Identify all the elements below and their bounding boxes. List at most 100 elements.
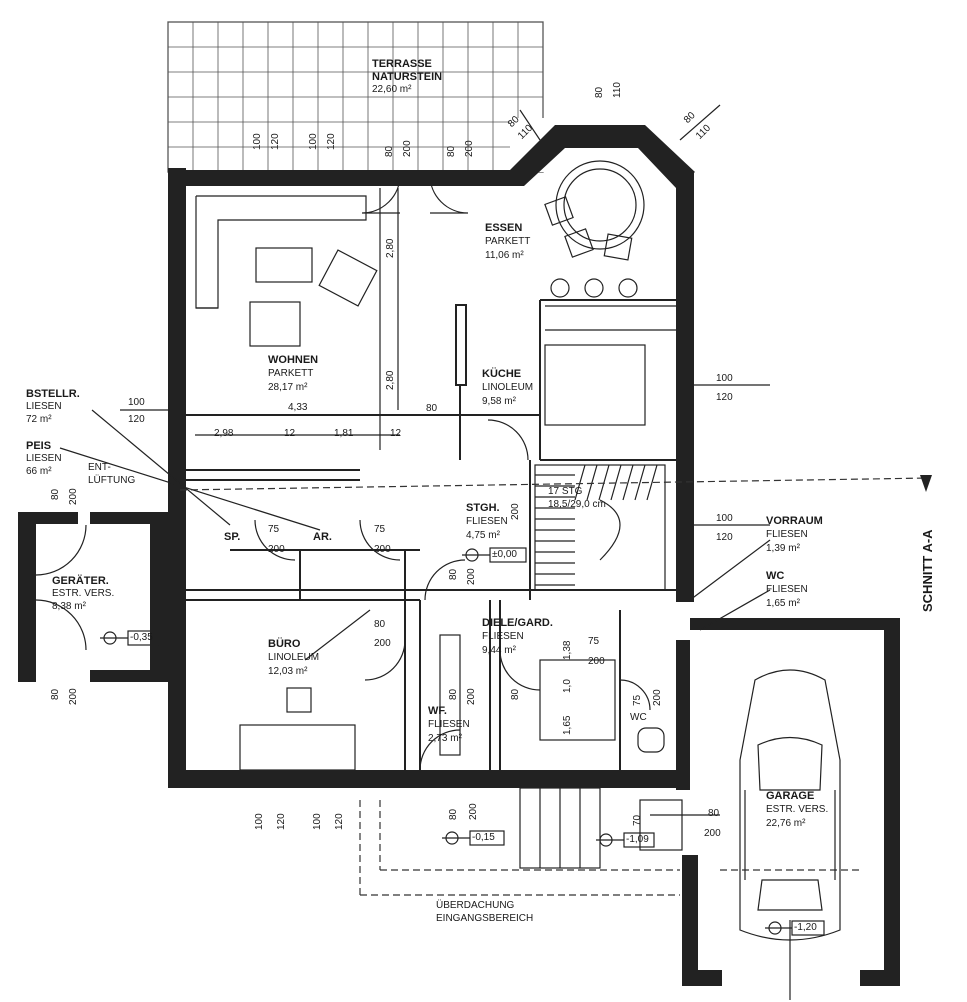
wet-room-fixtures — [239, 634, 665, 771]
bestellr-floor: LIESEN — [26, 401, 62, 412]
buero-door-80: 80 — [374, 619, 386, 630]
wf-door-200: 200 — [466, 688, 477, 705]
wc-floor: FLIESEN — [766, 584, 808, 595]
entrance-steps — [519, 787, 683, 869]
speis-name: PEIS — [26, 440, 52, 452]
garage-floor: ESTR. VERS. — [766, 804, 829, 815]
entrance-door-80: 80 — [448, 808, 459, 820]
buero-name: BÜRO — [268, 638, 301, 650]
stgh-area: 4,75 m² — [466, 530, 500, 541]
terr-w1-120: 120 — [270, 133, 281, 150]
sp-door-75: 75 — [268, 524, 280, 535]
wf-name: WF. — [428, 705, 447, 717]
ueberdachung-line1: ÜBERDACHUNG — [436, 900, 515, 911]
stgh-door-80: 80 — [448, 568, 459, 580]
entlueftung-line2: LÜFTUNG — [88, 475, 136, 486]
terrasse-area: 22,60 m² — [372, 84, 412, 95]
level-stgh: ±0,00 — [492, 549, 517, 560]
essen-area: 11,06 m² — [485, 250, 524, 261]
level-entrance: -0,15 — [472, 832, 495, 843]
ar-label: AR. — [313, 531, 332, 543]
wf-door2-80: 80 — [510, 688, 521, 700]
dim-12: 12 — [284, 428, 296, 439]
ger-door2-200: 200 — [68, 688, 79, 705]
stgh-door-200: 200 — [466, 568, 477, 585]
section-label: SCHNITT A-A — [920, 529, 935, 612]
dim-mid-100: 100 — [716, 513, 733, 524]
dim-right-100: 100 — [716, 373, 733, 384]
bestellr-area: 72 m² — [26, 414, 52, 425]
terr-w2-120: 120 — [326, 133, 337, 150]
diele-floor: FLIESEN — [482, 631, 524, 642]
dim-280a: 2,80 — [385, 238, 396, 258]
section-marker — [920, 475, 932, 492]
wf-door2-200: 200 — [510, 503, 521, 520]
bestellr-name: BSTELLR. — [26, 388, 80, 400]
stair-tread — [574, 464, 586, 501]
kueche-area: 9,58 m² — [482, 396, 516, 407]
geraeter-area: 8,38 m² — [52, 601, 86, 612]
garage-door-200: 200 — [704, 828, 721, 839]
door-swings — [35, 174, 651, 771]
speis-floor: LIESEN — [26, 453, 62, 464]
garage-name: GARAGE — [766, 790, 815, 802]
kueche-name: KÜCHE — [482, 368, 522, 380]
diele-v2: 1,0 — [562, 679, 573, 693]
dim-181: 1,81 — [334, 428, 354, 439]
wf-area: 2,73 m² — [428, 733, 462, 744]
bottom-w2-120: 120 — [334, 813, 345, 830]
stair-tread — [610, 464, 622, 501]
ueberdachung-line2: EINGANGSBEREICH — [436, 913, 534, 924]
wohnen-name: WOHNEN — [268, 354, 319, 366]
sp-door-200: 200 — [268, 544, 285, 555]
speis-area: 66 m² — [26, 466, 52, 477]
stair-tread — [622, 464, 634, 501]
geraeter-floor: ESTR. VERS. — [52, 588, 115, 599]
ger-door-80: 80 — [50, 488, 61, 500]
terr-door1-200: 200 — [402, 140, 413, 157]
bay1-110: 110 — [612, 82, 623, 98]
level-geraeter: -0,35 — [130, 632, 153, 643]
dim-right-120: 120 — [716, 392, 733, 403]
staircase — [534, 464, 666, 591]
terr-w2-100: 100 — [308, 133, 319, 150]
dining-set — [544, 160, 676, 426]
dim-left-100: 100 — [128, 397, 145, 408]
dim-80-kitchen: 80 — [426, 403, 438, 414]
wf-door-80: 80 — [448, 688, 459, 700]
entlueftung-line1: ENT- — [88, 462, 111, 473]
essen-name: ESSEN — [485, 222, 523, 234]
garage-v-70: 70 — [632, 814, 643, 826]
terr-w1-100: 100 — [252, 133, 263, 150]
ger-door-200: 200 — [68, 488, 79, 505]
buero-door-200: 200 — [374, 638, 391, 649]
wc-door-75: 75 — [632, 694, 643, 706]
dim-280b: 2,80 — [385, 370, 396, 390]
stair-tread — [634, 464, 646, 501]
terr-door2-200: 200 — [464, 140, 475, 157]
living-furniture — [195, 188, 381, 450]
level-garage: -1,20 — [794, 922, 817, 933]
vorraum-name: VORRAUM — [766, 515, 823, 527]
level-step: -1,09 — [626, 834, 649, 845]
diele-door-75: 75 — [588, 636, 600, 647]
terr-door1-80: 80 — [384, 145, 395, 157]
geraeter-name: GERÄTER. — [52, 575, 109, 587]
diele-area: 9,44 m² — [482, 645, 516, 656]
bottom-w2-100: 100 — [312, 813, 323, 830]
wf-floor: FLIESEN — [428, 719, 470, 730]
garage-door-80: 80 — [708, 808, 720, 819]
stair-tread — [598, 464, 610, 501]
ger-door2-80: 80 — [50, 688, 61, 700]
terrasse-name: TERRASSE — [372, 58, 432, 70]
diele-v1: 1,38 — [562, 640, 573, 660]
dim-12b: 12 — [390, 428, 402, 439]
dim-left-120: 120 — [128, 414, 145, 425]
wc-name: WC — [766, 570, 785, 582]
kueche-floor: LINOLEUM — [482, 382, 534, 393]
car-outline — [739, 669, 841, 941]
vorraum-area: 1,39 m² — [766, 543, 800, 554]
diele-name: DIELE/GARD. — [482, 617, 553, 629]
stgh-floor: FLIESEN — [466, 516, 508, 527]
